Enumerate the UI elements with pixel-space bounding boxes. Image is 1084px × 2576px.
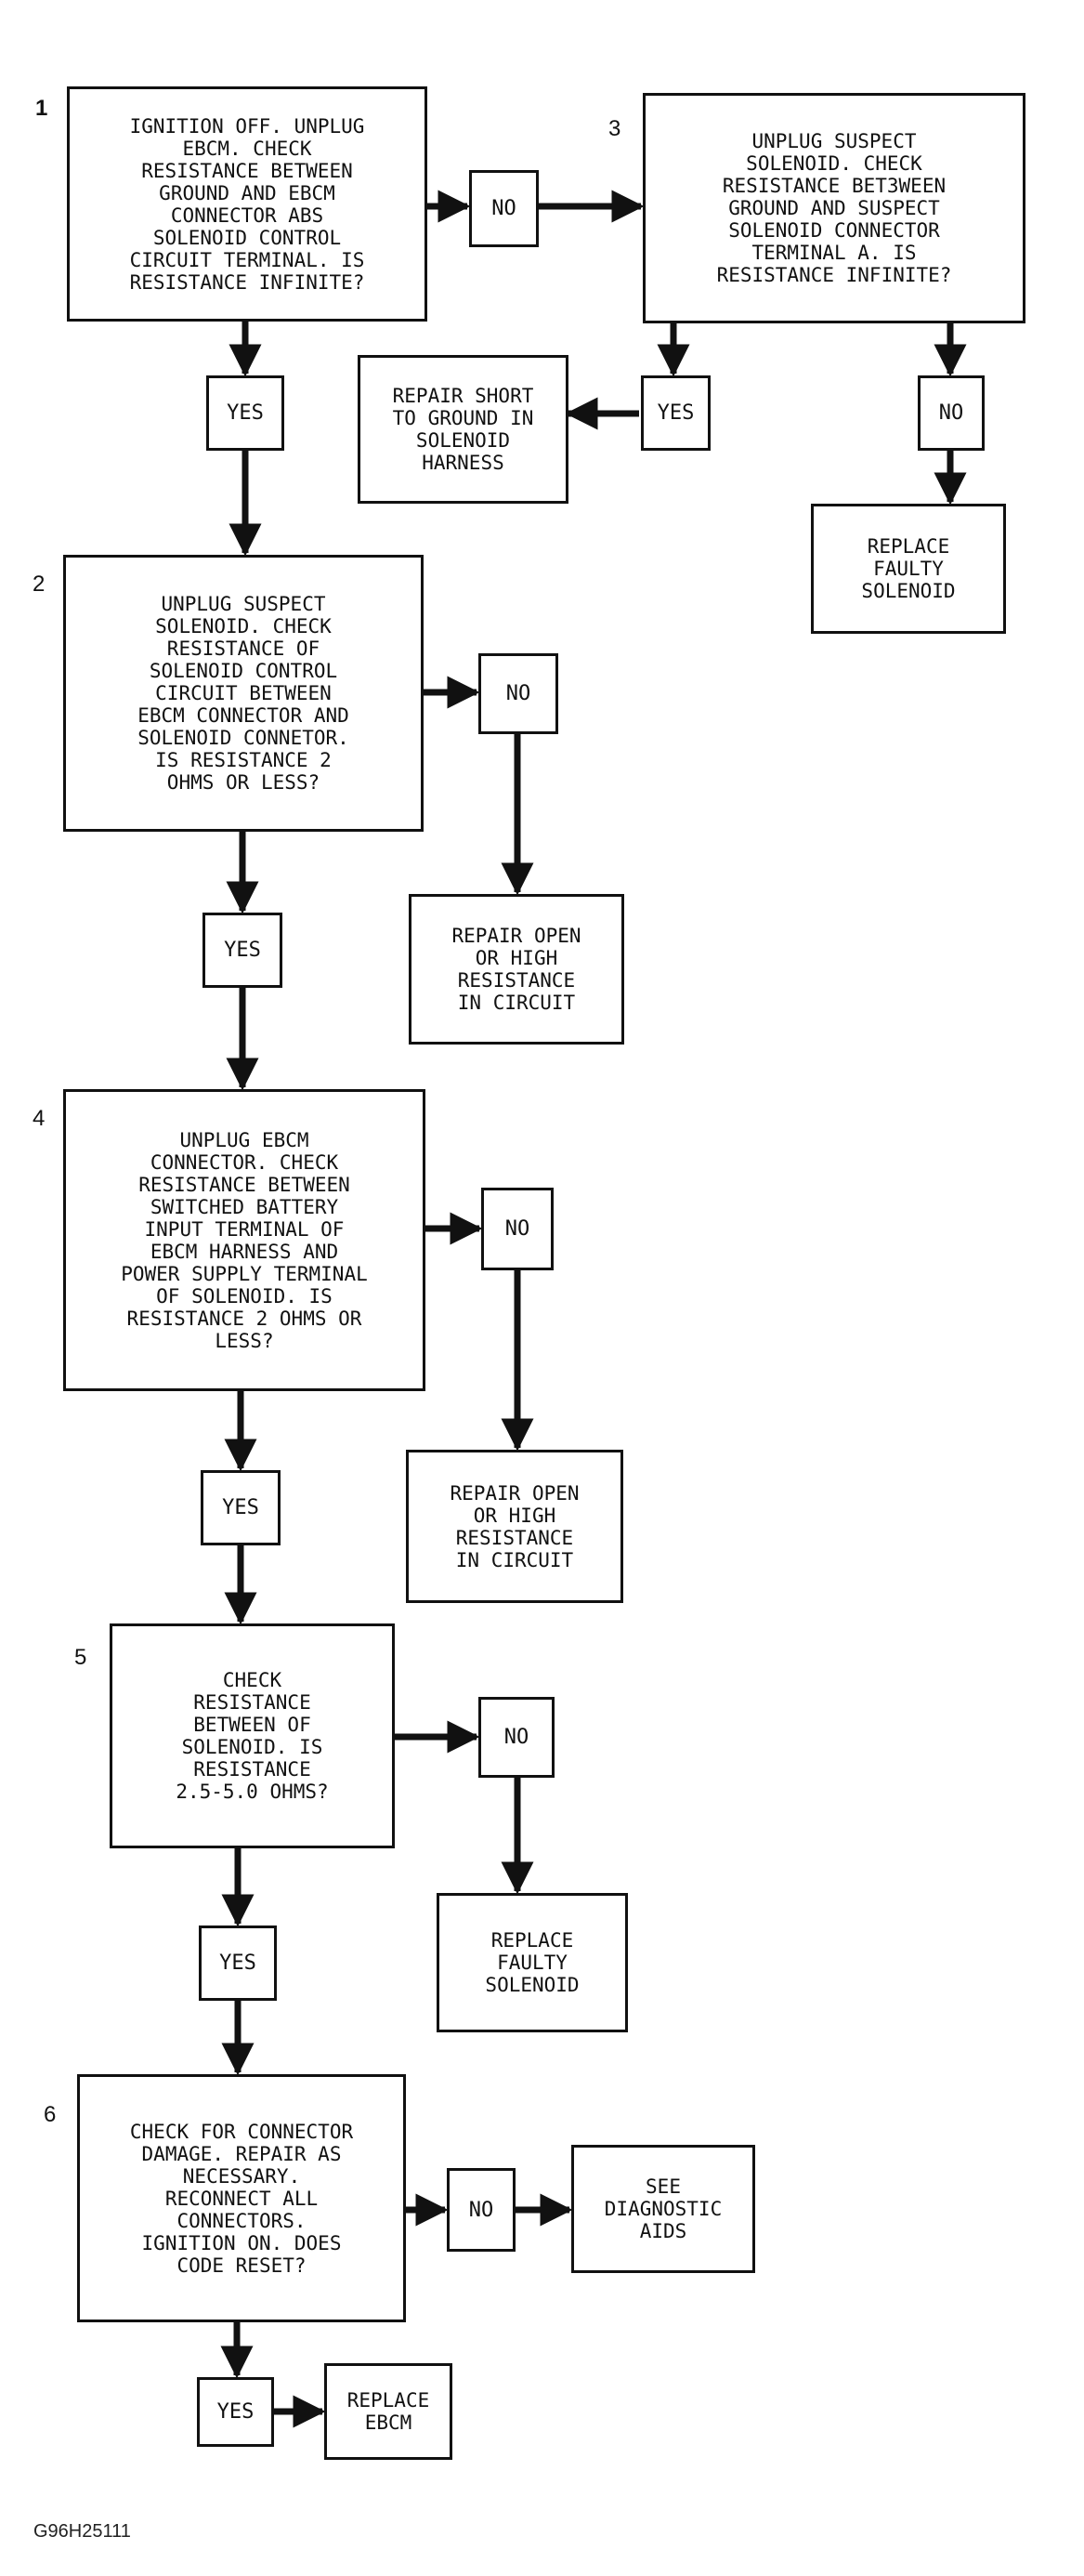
step-number-5: 5	[74, 1645, 87, 1670]
step-2-box: UNPLUG SUSPECT SOLENOID. CHECK RESISTANC…	[63, 555, 424, 832]
repair-open-box-1: REPAIR OPEN OR HIGH RESISTANCE IN CIRCUI…	[409, 894, 624, 1045]
repair-open-box-2: REPAIR OPEN OR HIGH RESISTANCE IN CIRCUI…	[406, 1450, 623, 1603]
step-number-1: 1	[35, 96, 48, 121]
figure-id: G96H25111	[33, 2521, 131, 2542]
s3-no-label: NO	[918, 375, 985, 451]
step-4-box: UNPLUG EBCM CONNECTOR. CHECK RESISTANCE …	[63, 1089, 425, 1391]
s5-yes-label: YES	[199, 1925, 277, 2001]
replace-solenoid-box-1: REPLACE FAULTY SOLENOID	[811, 504, 1006, 634]
s4-yes-label: YES	[201, 1470, 281, 1545]
step-number-2: 2	[33, 572, 46, 597]
step-1-box: IGNITION OFF. UNPLUG EBCM. CHECK RESISTA…	[67, 86, 427, 322]
see-diagnostic-aids-box: SEE DIAGNOSTIC AIDS	[571, 2145, 755, 2273]
step-number-3: 3	[608, 116, 621, 141]
s6-yes-label: YES	[197, 2377, 274, 2447]
step-number-4: 4	[33, 1106, 46, 1131]
s4-no-label: NO	[481, 1188, 554, 1270]
repair-short-box: REPAIR SHORT TO GROUND IN SOLENOID HARNE…	[358, 355, 568, 504]
s2-no-label: NO	[478, 653, 558, 734]
replace-solenoid-box-2: REPLACE FAULTY SOLENOID	[437, 1893, 628, 2032]
s2-yes-label: YES	[202, 913, 282, 988]
s1-yes-label: YES	[206, 375, 284, 451]
step-5-box: CHECK RESISTANCE BETWEEN OF SOLENOID. IS…	[110, 1623, 395, 1848]
s5-no-label: NO	[478, 1697, 555, 1778]
replace-ebcm-box: REPLACE EBCM	[324, 2363, 452, 2460]
s3-yes-label: YES	[641, 375, 711, 451]
s6-no-label: NO	[447, 2168, 516, 2252]
step-3-box: UNPLUG SUSPECT SOLENOID. CHECK RESISTANC…	[643, 93, 1025, 323]
step-number-6: 6	[44, 2102, 57, 2127]
s1-no-label: NO	[469, 170, 539, 247]
step-6-box: CHECK FOR CONNECTOR DAMAGE. REPAIR AS NE…	[77, 2074, 406, 2322]
